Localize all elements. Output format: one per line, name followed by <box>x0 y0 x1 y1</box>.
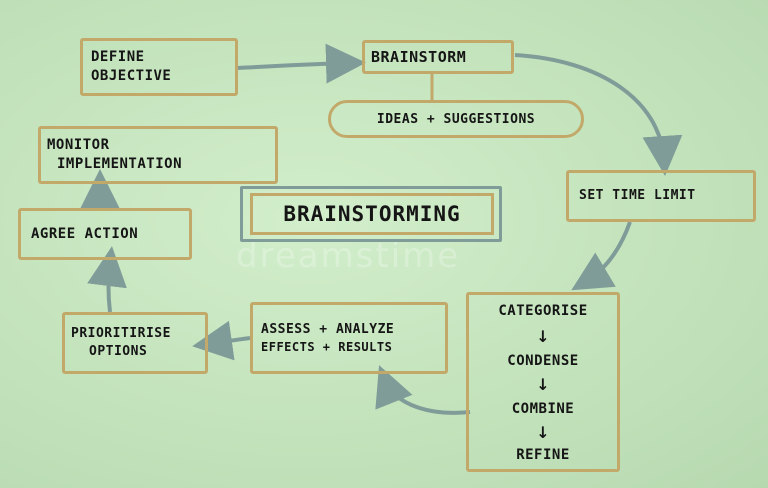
define-objective-box: Define Objective <box>80 38 238 96</box>
title-frame: BRAINSTORMING <box>250 193 494 235</box>
down-arrow-icon: ↓ <box>536 375 550 394</box>
monitor-implementation-box: Monitor Implementation <box>38 126 278 184</box>
title-frame-outer <box>240 186 502 242</box>
prioritise-line1: Prioritirise <box>71 326 171 342</box>
brainstorm-label: Brainstorm <box>371 47 467 66</box>
down-arrow-icon: ↓ <box>536 327 550 346</box>
assess-analyze-box: Assess + Analyze Effects + Results <box>250 302 448 374</box>
arrow-prioritise-to-agree <box>87 246 127 313</box>
monitor-line2: Implementation <box>57 156 183 172</box>
prioritise-line2: Options <box>89 344 148 359</box>
agree-action-box: Agree Action <box>18 208 192 260</box>
arrow-define-to-brainstorm <box>237 43 366 84</box>
set-time-limit-box: Set Time Limit <box>566 170 756 222</box>
arrow-categorise-to-assess <box>375 365 471 415</box>
watermark: dreamstime <box>236 236 461 276</box>
step-combine: Combine <box>511 401 575 417</box>
monitor-line1: Monitor <box>47 137 110 154</box>
prioritise-options-box: Prioritirise Options <box>62 312 208 374</box>
set-time-limit-label: Set Time Limit <box>579 188 696 204</box>
brainstorm-box: Brainstorm <box>362 40 514 74</box>
define-objective-line2: Objective <box>91 68 172 84</box>
step-refine: Refine <box>516 447 570 463</box>
categorise-box: Categorise ↓ Condense ↓ Combine ↓ Refine <box>466 292 620 472</box>
ideas-suggestions-pill: Ideas + Suggestions <box>328 100 584 138</box>
down-arrow-icon: ↓ <box>536 423 550 442</box>
ideas-suggestions-label: Ideas + Suggestions <box>376 111 536 127</box>
assess-line2: Effects + Results <box>261 339 393 354</box>
page-title: BRAINSTORMING <box>283 202 461 226</box>
arrow-brainstorm-to-timelimit <box>514 53 683 176</box>
step-categorise: Categorise <box>498 303 588 319</box>
assess-line1: Assess + Analyze <box>261 322 395 338</box>
define-objective-line1: Define <box>91 49 145 66</box>
arrow-timelimit-to-categorise <box>571 221 632 291</box>
step-condense: Condense <box>507 353 579 369</box>
agree-action-label: Agree Action <box>31 225 139 242</box>
arrow-assess-to-prioritise <box>192 320 251 361</box>
